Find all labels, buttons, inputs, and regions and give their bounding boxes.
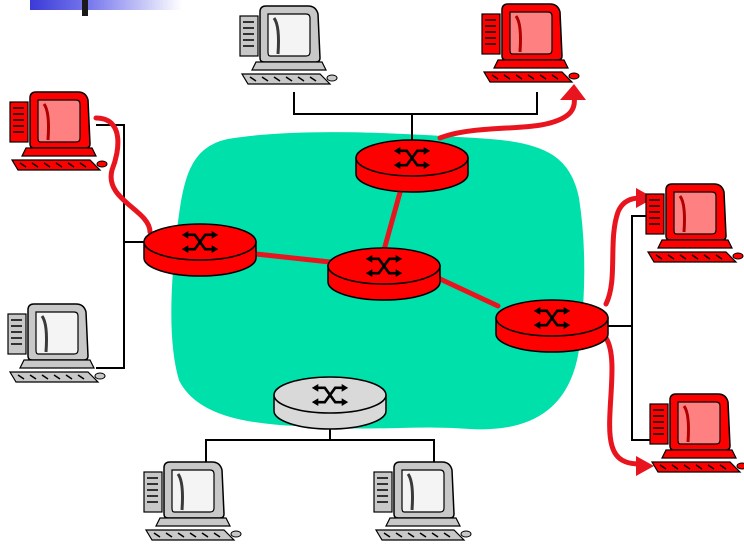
title-gradient-bar: [30, 0, 182, 10]
host-top-left: [239, 5, 338, 85]
active-path-right-bottom: [603, 335, 643, 467]
host-bottom-left: [143, 461, 242, 541]
host-right-bottom: [649, 393, 744, 473]
slide-title-bar: [30, 0, 182, 16]
router-top: [355, 139, 469, 193]
router-bottom: [273, 376, 387, 430]
host-right-top: [645, 183, 744, 263]
host-bottom-right: [373, 461, 472, 541]
active-path-right-top: [603, 195, 643, 307]
arrow-head-right-top: [636, 188, 654, 208]
arrow-head-right-bottom: [636, 456, 654, 476]
active-path-left: [93, 115, 153, 235]
router-left: [143, 223, 257, 277]
title-bar-stub: [82, 0, 88, 16]
host-left-bottom: [7, 303, 106, 383]
router-center: [327, 247, 441, 301]
arrow-head-top: [560, 84, 586, 100]
active-path-top: [437, 93, 577, 141]
host-left-top: [9, 91, 108, 171]
host-top-right: [481, 3, 580, 83]
router-right: [495, 299, 609, 353]
